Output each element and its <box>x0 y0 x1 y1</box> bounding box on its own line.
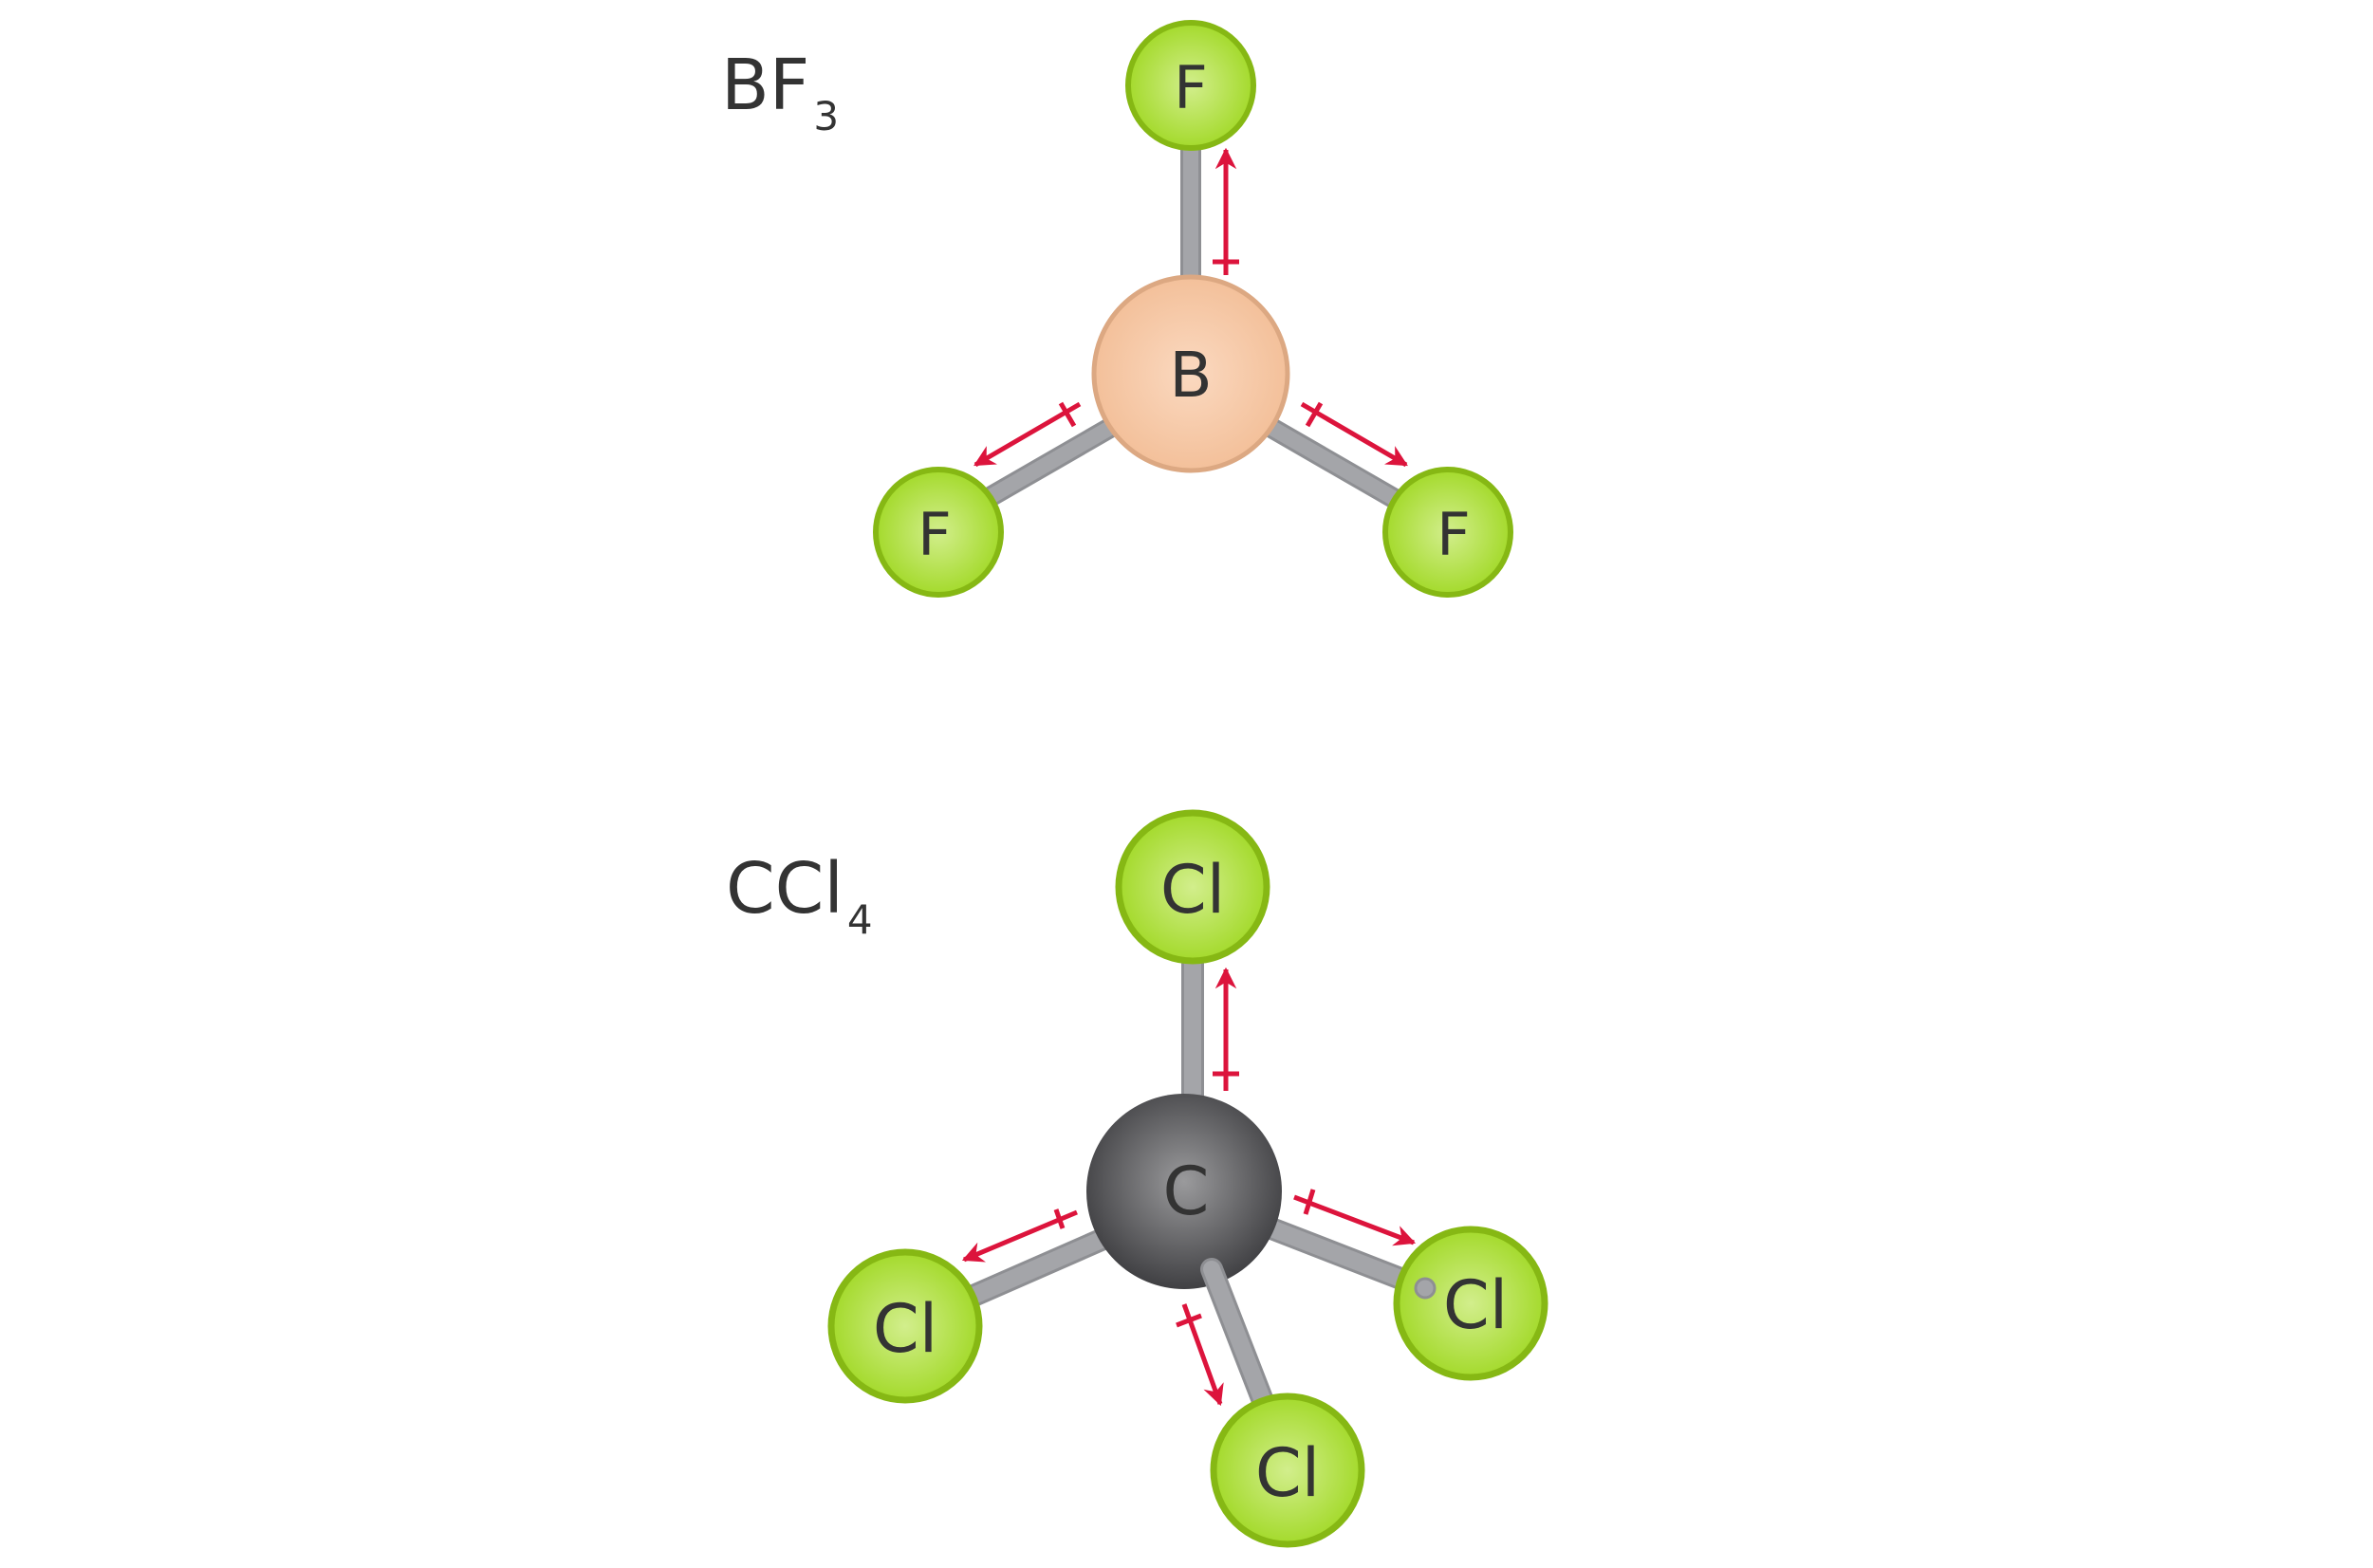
chlorine-atom-left: Cl <box>827 1248 983 1404</box>
ccl4-subscript: 4 <box>847 896 873 943</box>
fluorine-label: F <box>918 500 952 569</box>
ccl4-formula-line: CCl4 <box>726 848 873 943</box>
dipole-arrow <box>973 401 1082 468</box>
chlorine-label: Cl <box>873 1290 937 1368</box>
chlorine-atom-top: Cl <box>1115 809 1270 965</box>
fluorine-atom-right: F <box>1382 467 1513 598</box>
chlorine-label: Cl <box>1160 851 1225 929</box>
boron-atom <box>1091 274 1290 473</box>
bf3-subscript: 3 <box>813 93 839 139</box>
bf3-dipole-arrows <box>973 147 1408 468</box>
chlorine-label: Cl <box>1255 1434 1320 1512</box>
chlorine-atom-right: Cl <box>1393 1226 1548 1381</box>
chlorine-label: Cl <box>1443 1266 1508 1344</box>
boron-label: B <box>1169 339 1212 412</box>
fluorine-atom-top: F <box>1125 20 1256 151</box>
bf3-formula: BF <box>721 45 809 126</box>
carbon-label: C <box>1163 1153 1210 1230</box>
ccl4-dipole-arrows <box>961 967 1417 1407</box>
carbon-atom <box>1086 1094 1282 1289</box>
ccl4-formula: CCl <box>726 848 844 930</box>
chlorine-atom-bottom: Cl <box>1210 1393 1365 1548</box>
fluorine-label: F <box>1174 53 1208 122</box>
dipole-arrow <box>1293 1194 1417 1246</box>
fluorine-label: F <box>1437 500 1471 569</box>
bf3-formula-line: BF3 <box>721 45 839 139</box>
fluorine-atom-left: F <box>873 467 1004 598</box>
bf3-molecule: BF3 B F F F <box>721 20 1513 598</box>
dipole-arrow <box>1300 401 1408 468</box>
ccl4-molecule: CCl4 C Cl Cl Cl Cl <box>726 809 1548 1548</box>
